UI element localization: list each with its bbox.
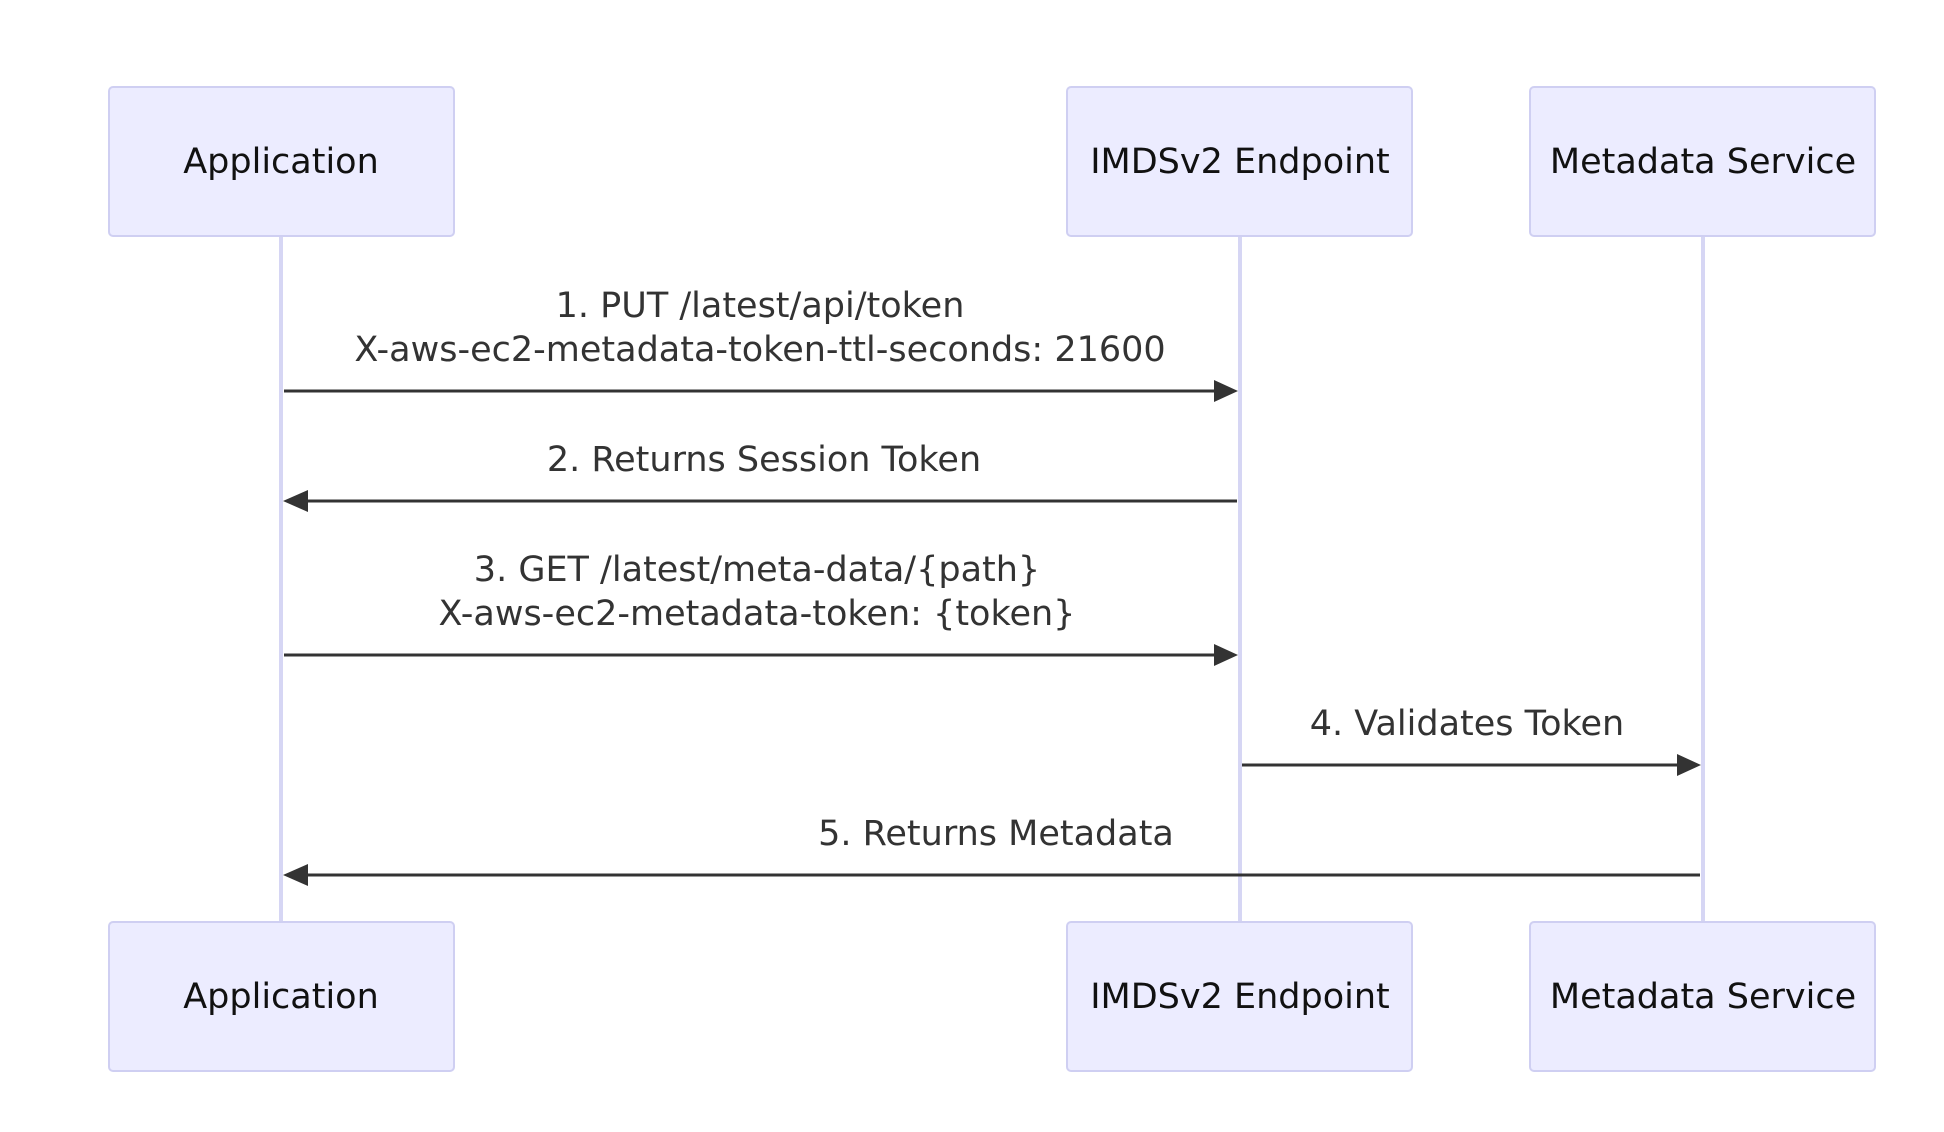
actor-bottom-metadata-service: Metadata Service	[1529, 921, 1876, 1072]
actor-label: IMDSv2 Endpoint	[1090, 142, 1390, 182]
message-label: 1. PUT /latest/api/token	[556, 286, 965, 326]
actor-label: Metadata Service	[1550, 977, 1856, 1017]
message-3: 3. GET /latest/meta-data/{path} X-aws-ec…	[284, 550, 1238, 666]
message-label: 3. GET /latest/meta-data/{path}	[474, 550, 1040, 590]
message-2: 2. Returns Session Token	[283, 440, 1237, 512]
message-label: 2. Returns Session Token	[547, 440, 981, 480]
actor-bottom-application: Application	[108, 921, 455, 1072]
actor-bottom-imdsv2-endpoint: IMDSv2 Endpoint	[1066, 921, 1413, 1072]
arrowhead-icon	[283, 864, 308, 886]
actor-label: Application	[183, 977, 379, 1017]
actor-label: Metadata Service	[1550, 142, 1856, 182]
message-label: 4. Validates Token	[1310, 704, 1625, 744]
message-5: 5. Returns Metadata	[283, 814, 1700, 886]
message-label: 5. Returns Metadata	[818, 814, 1174, 854]
arrowhead-icon	[1214, 644, 1238, 666]
message-label: X-aws-ec2-metadata-token-ttl-seconds: 21…	[354, 330, 1165, 370]
actor-top-application: Application	[108, 86, 455, 237]
message-4: 4. Validates Token	[1242, 704, 1701, 776]
arrowhead-icon	[1677, 754, 1701, 776]
actor-label: IMDSv2 Endpoint	[1090, 977, 1390, 1017]
message-1: 1. PUT /latest/api/token X-aws-ec2-metad…	[284, 286, 1238, 402]
arrowhead-icon	[1214, 380, 1238, 402]
actor-top-imdsv2-endpoint: IMDSv2 Endpoint	[1066, 86, 1413, 237]
actor-top-metadata-service: Metadata Service	[1529, 86, 1876, 237]
message-label: X-aws-ec2-metadata-token: {token}	[439, 594, 1076, 634]
arrowhead-icon	[283, 490, 308, 512]
actor-label: Application	[183, 142, 379, 182]
